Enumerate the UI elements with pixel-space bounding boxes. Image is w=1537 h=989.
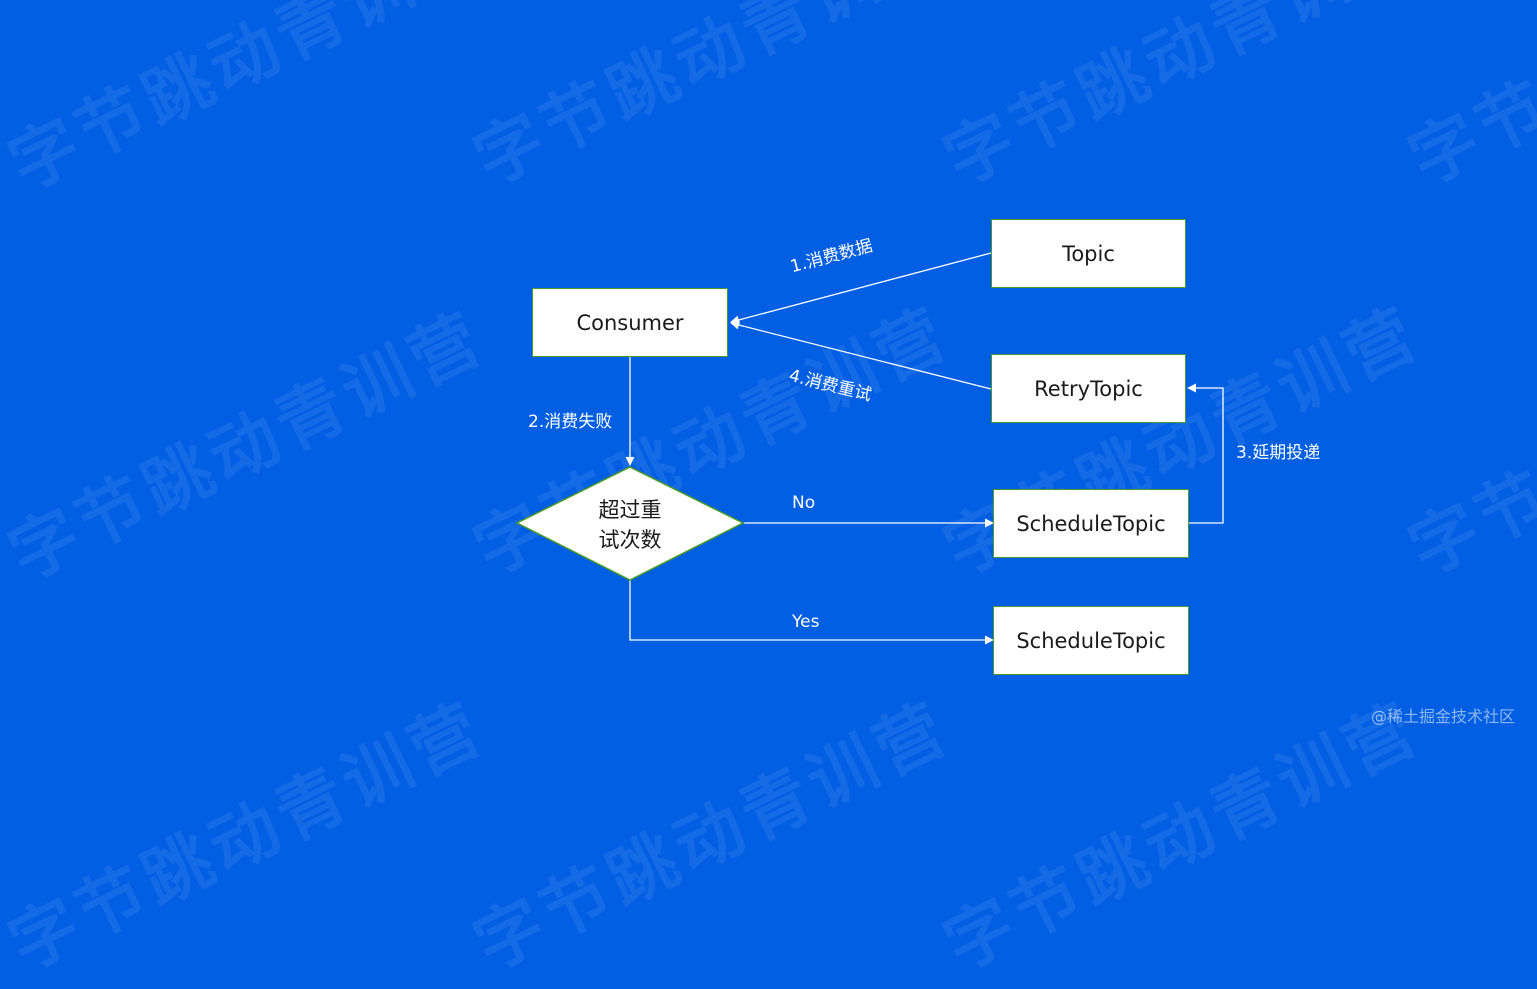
edge-schedule-to-retry [1187,383,1224,524]
edge-label-no: No [792,493,816,513]
node-retry-topic: RetryTopic [991,354,1186,423]
node-schedule-topic-no: ScheduleTopic [993,489,1189,558]
edge-topic-to-consumer [730,252,992,325]
source-credit: @稀土掘金技术社区 [1370,707,1515,726]
node-consumer-label: Consumer [576,310,684,335]
edge-label-yes: Yes [792,612,820,632]
node-consumer: Consumer [532,288,728,357]
node-schedule-topic-yes: ScheduleTopic [993,606,1189,675]
node-schedule-topic-yes-label: ScheduleTopic [1016,628,1166,653]
decision-label-line1: 超过重 [598,498,662,522]
decision-diamond [515,466,745,581]
edge-label-delay-delivery: 3.延期投递 [1236,443,1321,463]
node-topic-label: Topic [1062,241,1115,266]
edge-retry-to-consumer [730,320,992,390]
node-topic: Topic [991,219,1186,288]
node-schedule-topic-no-label: ScheduleTopic [1016,511,1166,536]
edge-decision-yes [629,580,994,645]
node-retry-topic-label: RetryTopic [1034,376,1143,401]
flow-connectors [515,252,1224,645]
decision-label: 超过重 试次数 [570,495,690,555]
edge-label-consume-fail: 2.消费失败 [528,412,613,432]
decision-label-line2: 试次数 [598,528,662,552]
